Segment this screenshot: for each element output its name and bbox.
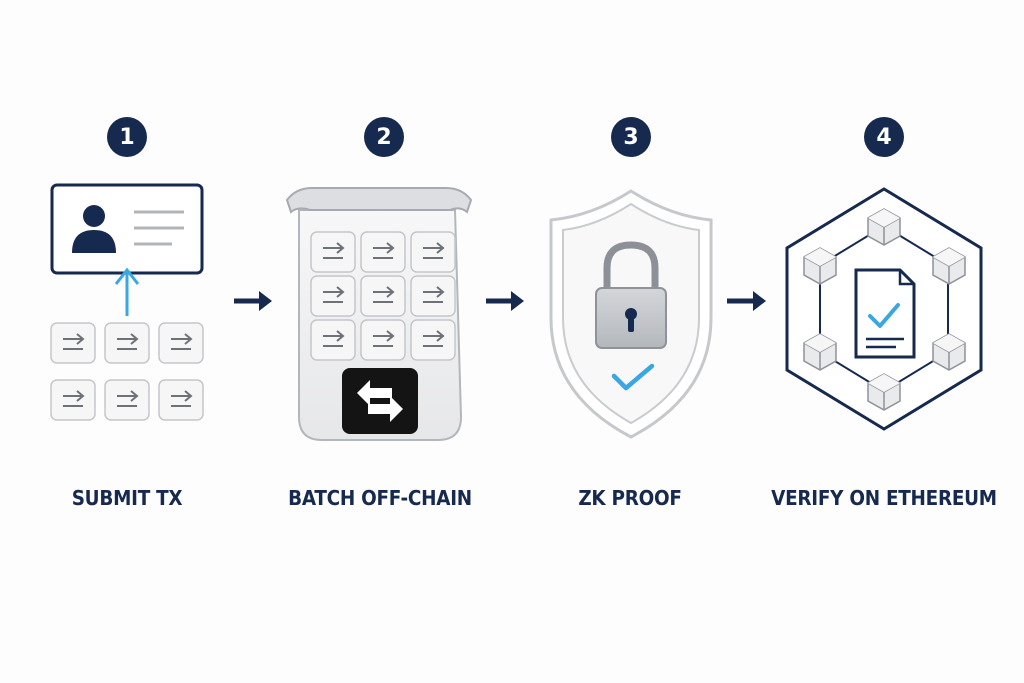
- flow-arrow-1: [234, 291, 272, 311]
- user-card-icon: [50, 183, 204, 275]
- step-label-2: BATCH OFF-CHAIN: [288, 486, 472, 510]
- step-number-4: 4: [864, 117, 904, 157]
- flow-arrow-2: [486, 291, 524, 311]
- flow-arrow-3: [727, 291, 766, 311]
- transaction-tiles: [50, 322, 204, 421]
- step-number-2: 2: [364, 117, 404, 157]
- shield-lock-icon: [549, 189, 713, 439]
- step-number-1: 1: [107, 117, 147, 157]
- step-label-4: VERIFY ON ETHEREUM: [771, 486, 997, 510]
- swap-icon: [342, 368, 418, 434]
- ethereum-network-icon: [785, 187, 983, 431]
- batch-bundle-icon: [285, 187, 473, 441]
- upload-arrow-icon: [114, 267, 140, 316]
- step-label-1: SUBMIT TX: [71, 486, 183, 510]
- verified-document-icon: [854, 268, 916, 359]
- step-number-3: 3: [611, 117, 651, 157]
- step-label-3: ZK PROOF: [578, 486, 682, 510]
